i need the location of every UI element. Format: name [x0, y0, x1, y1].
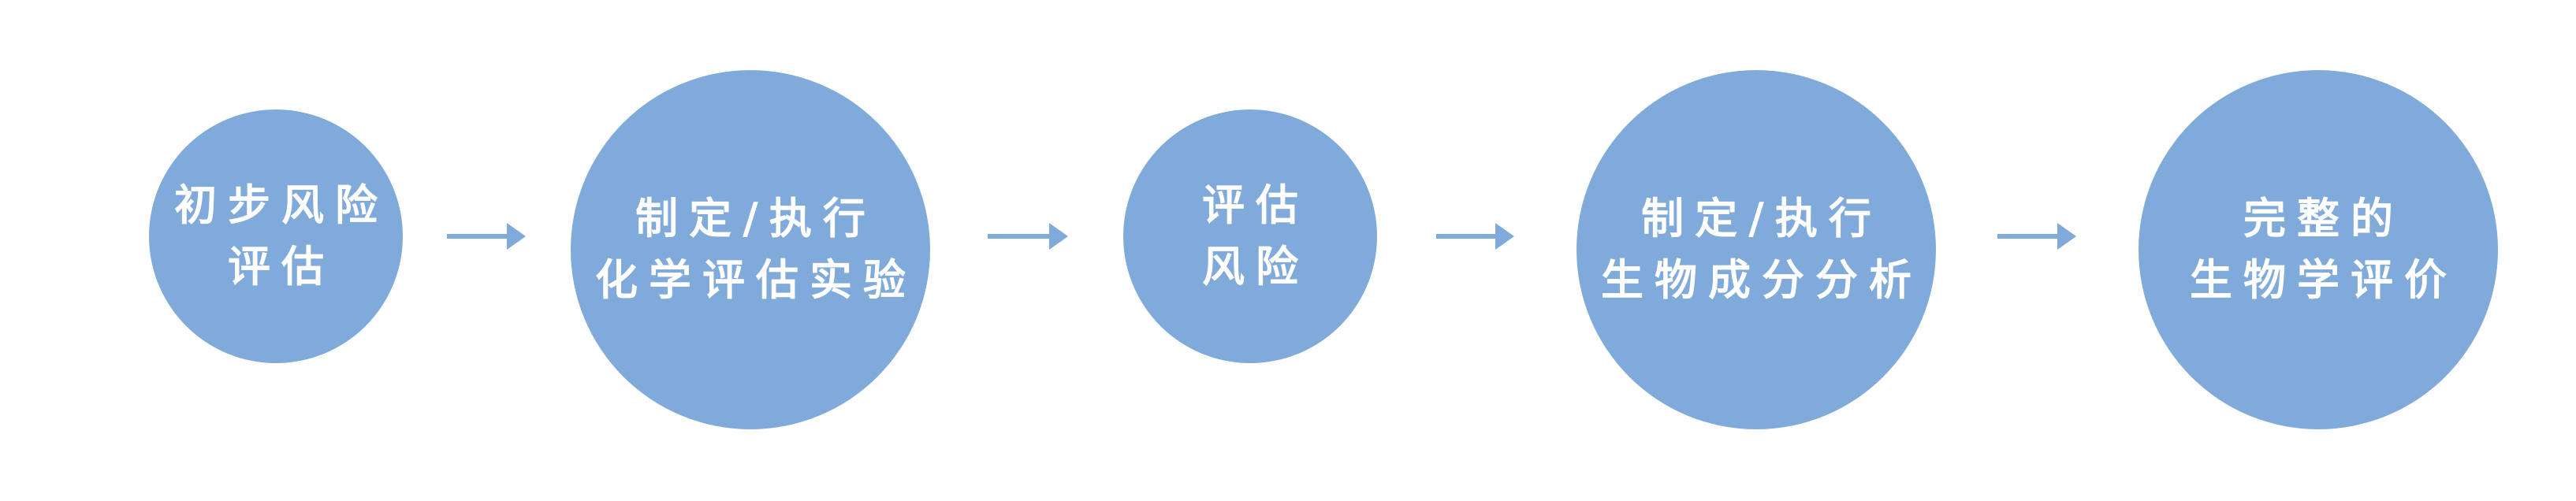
step-biological-component-analysis: 制定/执行 生物成分分析 — [1576, 70, 1936, 429]
step-complete-biological-evaluation: 完整的 生物学评价 — [2139, 70, 2498, 429]
step-label-line: 初步风险 — [174, 180, 389, 230]
step-label-line: 制定/执行 — [635, 194, 877, 243]
step-label-line: 生物学评价 — [2190, 255, 2458, 305]
step-label-line: 风险 — [1202, 242, 1309, 291]
step-label-line: 生物成分分析 — [1601, 255, 1923, 305]
step-risk-assessment: 评估 风险 — [1123, 109, 1377, 363]
step-label-line: 评估 — [1202, 180, 1309, 230]
step-label-line: 化学评估实验 — [595, 255, 917, 305]
arrow-right-icon — [1436, 223, 1514, 250]
arrow-right-icon — [1997, 223, 2076, 250]
step-label-line: 评估 — [228, 242, 335, 291]
step-label-line: 制定/执行 — [1641, 194, 1882, 243]
step-chemical-evaluation: 制定/执行 化学评估实验 — [571, 70, 930, 429]
step-label-line: 完整的 — [2243, 194, 2404, 243]
arrow-right-icon — [988, 223, 1068, 250]
arrow-right-icon — [447, 223, 526, 250]
step-initial-risk-assessment: 初步风险 评估 — [149, 109, 403, 363]
